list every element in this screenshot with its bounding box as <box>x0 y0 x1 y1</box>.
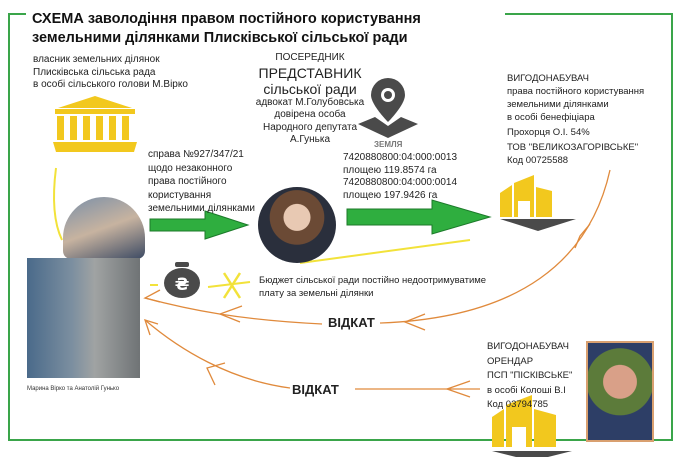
intermediary-detail: Народного депутата <box>262 121 358 133</box>
owner-line: Плисківська сільська рада <box>33 66 156 78</box>
land-label: ЗЕМЛЯ <box>374 140 403 149</box>
yellow-link-line <box>53 167 63 241</box>
land-line: площею 119.8574 га <box>343 164 437 176</box>
title-line: земельними ділянками Плисківської сільсь… <box>32 30 408 46</box>
company-building-icon <box>500 175 576 231</box>
couple-photo <box>27 258 140 378</box>
tenant-line: ПСП "ПІСКІВСЬКЕ" <box>487 370 573 381</box>
beneficiary-line: в особі бенефіціара <box>507 112 595 123</box>
tenant-photo <box>586 341 654 442</box>
green-arrow-2 <box>346 199 492 235</box>
case-line: права постійного <box>148 176 227 187</box>
owner-line: в особі сільського голови М.Вірко <box>33 79 188 90</box>
budget-line: плату за земельні ділянки <box>259 287 374 299</box>
tenant-building-icon <box>492 395 572 457</box>
case-line: справа №927/347/21 <box>148 149 244 160</box>
beneficiary-line: земельними ділянками <box>507 99 609 110</box>
title-line: СХЕМА заволодіння правом постійного кори… <box>32 11 421 27</box>
intermediary-detail: А.Гунька <box>289 134 331 145</box>
frame <box>8 13 673 441</box>
beneficiary-line: ТОВ "ВЕЛИКОЗАГОРІВСЬКЕ" <box>507 142 639 153</box>
tenant-line: ВИГОДОНАБУВАЧ <box>487 341 569 352</box>
kickback-label-1: ВІДКАТ <box>328 315 375 330</box>
beneficiary-line: Код 00725588 <box>507 155 569 166</box>
beneficiary-line: ВИГОДОНАБУВАЧ <box>507 73 589 84</box>
location-pin-icon <box>358 78 418 138</box>
beneficiary-block: ВИГОДОНАБУВАЧ права постійного користува… <box>507 72 644 167</box>
tenant-block: ВИГОДОНАБУВАЧ ОРЕНДАР ПСП "ПІСКІВСЬКЕ" в… <box>487 340 572 413</box>
intermediary-title: сільської ради <box>263 80 357 97</box>
yellow-budget-line <box>299 239 471 264</box>
case-line: земельними ділянками <box>148 203 255 214</box>
intermediary-role: ПОСЕРЕДНИК <box>275 52 345 63</box>
green-arrow-1 <box>149 210 250 240</box>
beneficiary-line: права постійного користування <box>507 86 645 97</box>
case-line: користування <box>148 189 212 201</box>
beneficiary-line: Прохорця О.І. 54% <box>507 127 590 138</box>
land-line: 7420880800:04:000:0014 <box>343 177 458 188</box>
owner-block: власник земельних ділянок Плисківська сі… <box>33 54 188 92</box>
tenant-line: ОРЕНДАР <box>487 355 534 367</box>
land-line: площею 197.9426 га <box>343 189 438 201</box>
land-line: 7420880800:04:000:0013 <box>343 152 458 163</box>
svg-text:₴: ₴ <box>175 275 190 295</box>
money-bag-icon: ₴ <box>164 262 200 298</box>
budget-note: Бюджет сільської ради постійно недоотрим… <box>259 275 486 300</box>
lawyer-photo <box>258 187 336 263</box>
photo-caption: Марина Вірко та Анатолій Гунько <box>27 386 120 392</box>
kickback-label-2: ВІДКАТ <box>292 382 339 397</box>
tenant-line: в особі Колоші В.І <box>487 384 566 396</box>
intermediary-block: ПОСЕРЕДНИК ПРЕДСТАВНИК сільської ради ад… <box>240 52 380 147</box>
intermediary-detail: адвокат М.Голубовська <box>255 96 365 108</box>
kickback-arrows <box>143 169 611 398</box>
cross-icon <box>222 272 242 299</box>
land-block: 7420880800:04:000:0013 площею 119.8574 г… <box>343 152 457 202</box>
official-photo <box>63 197 145 259</box>
page-title: СХЕМА заволодіння правом постійного кори… <box>32 10 421 48</box>
tenant-line: Код 03794785 <box>487 399 549 410</box>
case-line: щодо незаконного <box>148 162 233 174</box>
owner-line: власник земельних ділянок <box>33 54 160 65</box>
intermediary-detail: довірена особа <box>274 109 346 120</box>
case-block: справа №927/347/21 щодо незаконного прав… <box>148 148 255 216</box>
government-building-icon <box>53 96 137 152</box>
intermediary-title: ПРЕДСТАВНИК <box>258 64 362 81</box>
budget-line: Бюджет сільської ради постійно недоотрим… <box>259 275 487 286</box>
